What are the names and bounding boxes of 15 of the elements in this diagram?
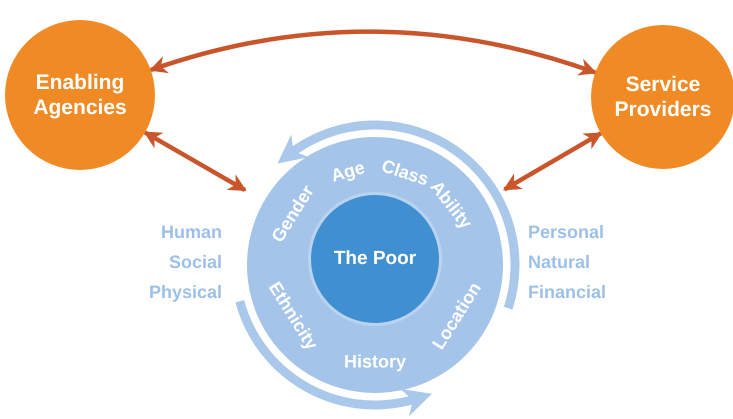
node-label: The Poor	[334, 248, 416, 270]
capital-label: Social	[168, 252, 222, 273]
node-label: Enabling Agencies	[32, 70, 128, 120]
capital-label: Natural	[528, 252, 590, 273]
ring-word: Age	[329, 156, 368, 187]
double-arrow	[149, 29, 597, 76]
ring-word: Class	[378, 155, 432, 190]
capital-label: Personal	[528, 222, 604, 243]
ring-word: History	[344, 352, 406, 372]
double-arrow	[503, 131, 602, 192]
capital-label: Physical	[148, 282, 222, 303]
node-label: Service Providers	[614, 72, 712, 122]
capital-label: Human	[160, 222, 222, 243]
double-arrow	[143, 130, 247, 192]
capital-label: Financial	[528, 282, 606, 303]
